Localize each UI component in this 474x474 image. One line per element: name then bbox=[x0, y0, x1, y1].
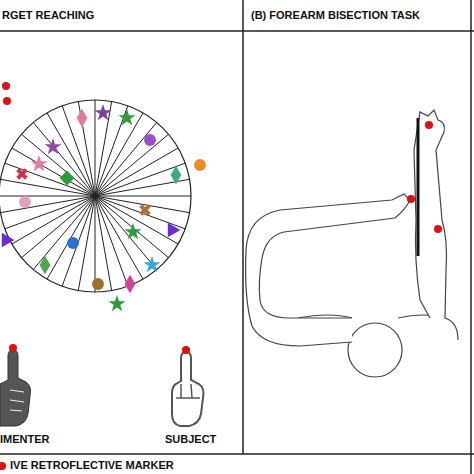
experimenter-hand bbox=[0, 344, 31, 426]
target-shape bbox=[171, 166, 182, 185]
target-shape bbox=[137, 202, 154, 219]
target-shape bbox=[118, 109, 135, 125]
target-shape bbox=[2, 233, 14, 247]
target-shape bbox=[67, 237, 79, 249]
caption-label: IVE RETROFLECTIVE MARKER bbox=[10, 459, 174, 472]
target-shape bbox=[108, 295, 125, 311]
target-shape bbox=[19, 196, 31, 208]
panel-header: RGET REACHING bbox=[0, 0, 243, 31]
marker-dot bbox=[2, 82, 10, 90]
target-shape bbox=[92, 278, 104, 290]
target-shape bbox=[125, 275, 136, 294]
bisection-bar bbox=[417, 118, 420, 256]
target-shape bbox=[14, 166, 31, 183]
panel-title: (B) FOREARM BISECTION TASK bbox=[251, 9, 471, 22]
target-shape bbox=[124, 223, 141, 239]
marker-dot bbox=[0, 462, 6, 470]
panel-header: (B) FOREARM BISECTION TASK bbox=[243, 0, 471, 31]
target-shape bbox=[194, 159, 206, 171]
marker-dot bbox=[3, 97, 11, 105]
target-wheel bbox=[0, 100, 191, 292]
target-shape bbox=[144, 134, 156, 146]
marker-dot bbox=[407, 195, 415, 203]
target-shape bbox=[94, 104, 111, 120]
caption-label: IMENTER bbox=[0, 433, 50, 446]
caption-label: SUBJECT bbox=[165, 433, 216, 446]
targets bbox=[2, 104, 206, 311]
body-figure bbox=[246, 110, 458, 377]
target-shape bbox=[44, 138, 61, 154]
panel-title: RGET REACHING bbox=[2, 9, 243, 22]
target-shape bbox=[143, 256, 160, 272]
marker-dot bbox=[434, 225, 442, 233]
target-shape bbox=[60, 171, 75, 186]
target-shape bbox=[30, 155, 47, 171]
subject-hand bbox=[172, 346, 204, 426]
target-shape bbox=[77, 109, 88, 128]
target-shape bbox=[40, 256, 51, 275]
target-shape bbox=[168, 223, 180, 237]
marker-dot bbox=[425, 121, 433, 129]
